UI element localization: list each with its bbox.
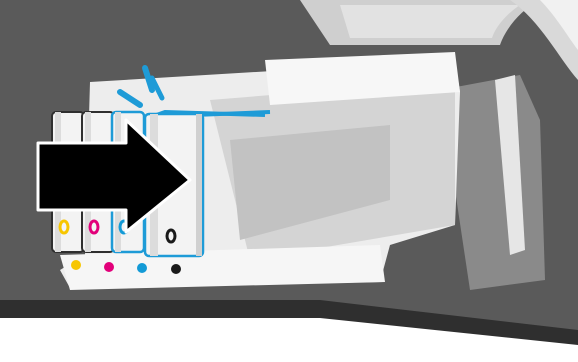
color-dot-magenta: [104, 262, 114, 272]
color-dot-cyan: [137, 263, 147, 273]
printer-top-cover-inner: [340, 5, 520, 38]
color-dot-black: [171, 264, 181, 274]
color-dot-yellow: [71, 260, 81, 270]
